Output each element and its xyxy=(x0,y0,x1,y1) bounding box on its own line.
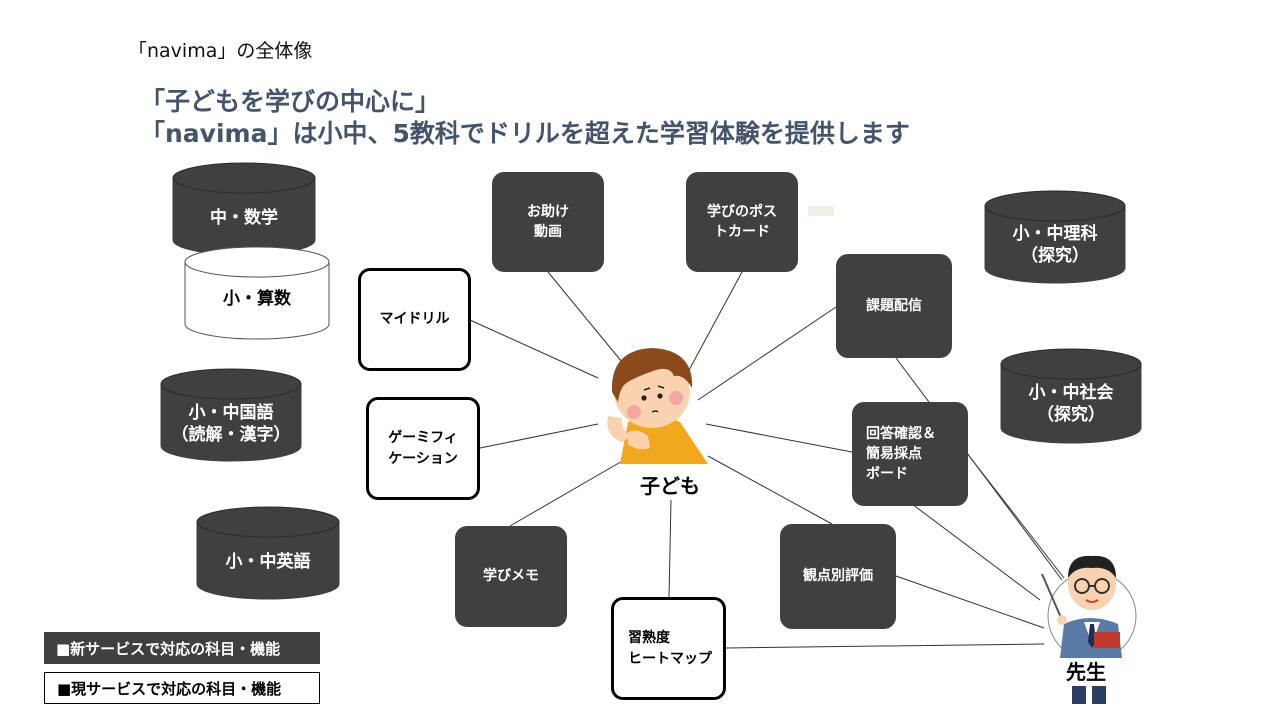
subject-label: 小・中国語 （読解・漢字） xyxy=(171,403,291,446)
cylinder-shape xyxy=(172,162,316,256)
feature-my-drill: マイドリル xyxy=(358,268,471,371)
slide-header: 「navima」の全体像 xyxy=(128,40,313,62)
child-illustration xyxy=(607,348,708,464)
cylinder-shape xyxy=(984,190,1126,284)
line-teacher-answer-check-2 xyxy=(911,503,1041,601)
legend-current-service: ■現サービスで対応の科目・機能 xyxy=(44,672,320,704)
subject-label: 小・中社会 （探究） xyxy=(1028,383,1114,426)
teacher-label: 先生 xyxy=(1066,660,1106,684)
line-child-evaluation xyxy=(707,455,833,525)
feature-assignment: 課題配信 xyxy=(836,254,952,358)
feature-gamification: ゲーミフィ ケーション xyxy=(366,397,480,500)
subject-label: 中・数学 xyxy=(210,208,278,228)
cylinder-shape xyxy=(196,506,340,600)
line-child-assignment xyxy=(697,306,837,401)
cylinder-shape xyxy=(160,368,302,462)
line-teacher-answer-check xyxy=(965,451,1065,579)
subject-english: 小・中英語 xyxy=(196,506,340,600)
subject-japanese: 小・中国語 （読解・漢字） xyxy=(160,368,302,462)
cylinder-shape xyxy=(184,246,330,340)
feature-postcard: 学びのポス トカード xyxy=(686,172,798,272)
line-child-gamification xyxy=(479,423,599,449)
slide-title-line1: 「子どもを学びの中心に」 xyxy=(140,87,441,116)
feature-memo: 学びメモ xyxy=(455,526,567,627)
subject-label: 小・中理科 （探究） xyxy=(1012,224,1098,267)
line-teacher-heatmap xyxy=(725,643,1045,649)
feature-help-video: お助け 動画 xyxy=(492,172,604,272)
line-child-postcard xyxy=(687,271,743,373)
subject-social: 小・中社会 （探究） xyxy=(1000,348,1142,444)
cylinder-shape xyxy=(1000,348,1142,444)
line-teacher-evaluation xyxy=(895,575,1045,629)
slide-title-line2: 「navima」は小中、5教科でドリルを超えた学習体験を提供します xyxy=(140,119,910,148)
feature-answer-check: 回答確認＆ 簡易採点 ボード xyxy=(852,402,968,506)
subject-science: 小・中理科 （探究） xyxy=(984,190,1126,284)
legend-new-service: ■新サービスで対応の科目・機能 xyxy=(44,632,320,664)
line-child-help-video xyxy=(547,271,623,363)
child-label: 子ども xyxy=(640,474,700,498)
subject-label: 小・中英語 xyxy=(225,552,311,572)
decorative-mark xyxy=(808,206,834,216)
subject-math-jh: 中・数学 xyxy=(172,162,316,256)
teacher-legs xyxy=(1072,686,1106,704)
line-child-answer-check xyxy=(705,423,853,453)
teacher-illustration xyxy=(1041,555,1137,658)
line-child-memo xyxy=(509,459,625,527)
subject-math-el: 小・算数 xyxy=(184,246,330,340)
subject-label: 小・算数 xyxy=(223,289,291,309)
feature-evaluation: 観点別評価 xyxy=(780,524,896,629)
line-child-my-drill xyxy=(469,319,599,379)
feature-heatmap: 習熟度 ヒートマップ xyxy=(611,597,726,700)
line-child-heatmap xyxy=(668,499,672,599)
